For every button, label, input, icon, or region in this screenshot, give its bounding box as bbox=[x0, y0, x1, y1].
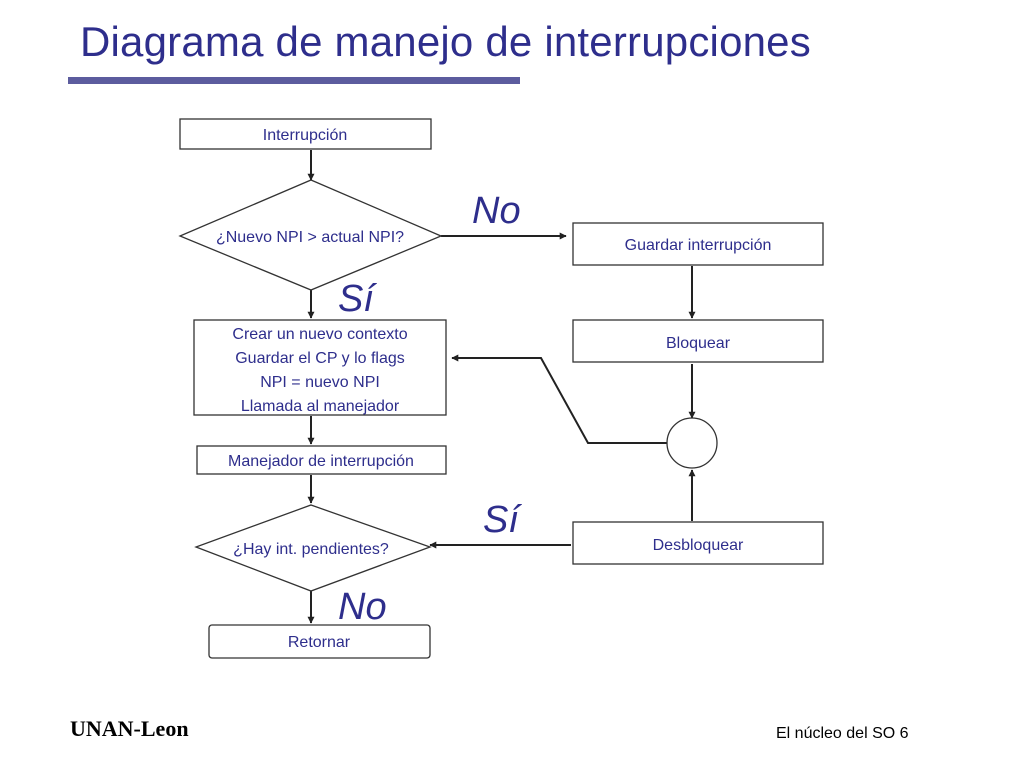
node-interrupcion: Interrupción bbox=[179, 118, 432, 150]
node-crear-line: Llamada al manejador bbox=[241, 398, 400, 415]
node-crear: Crear un nuevo contexto Guardar el CP y … bbox=[193, 319, 447, 416]
node-crear-line: Guardar el CP y lo flags bbox=[235, 350, 405, 367]
label-si-bottom: Sí bbox=[483, 499, 522, 541]
node-desbloquear: Desbloquear bbox=[572, 521, 824, 565]
edge-circle-crear bbox=[451, 354, 667, 444]
node-retornar-label: Retornar bbox=[288, 634, 351, 651]
label-no-top: No bbox=[472, 190, 521, 232]
node-manejador-label: Manejador de interrupción bbox=[228, 453, 414, 470]
node-interrupcion-label: Interrupción bbox=[263, 127, 348, 144]
slide-title: Diagrama de manejo de interrupciones bbox=[80, 18, 811, 65]
label-no-bottom: No bbox=[338, 586, 387, 628]
node-guardar-label: Guardar interrupción bbox=[625, 237, 772, 254]
node-crear-line: NPI = nuevo NPI bbox=[260, 374, 380, 391]
node-join-circle bbox=[666, 417, 718, 469]
node-desbloquear-label: Desbloquear bbox=[653, 537, 744, 554]
footer-page-label: El núcleo del SO 6 bbox=[776, 725, 909, 742]
node-guardar: Guardar interrupción bbox=[572, 222, 824, 266]
node-bloquear: Bloquear bbox=[572, 319, 824, 363]
node-bloquear-label: Bloquear bbox=[666, 335, 731, 352]
title-underline bbox=[68, 77, 520, 84]
label-si-top: Sí bbox=[338, 278, 377, 320]
node-crear-line: Crear un nuevo contexto bbox=[232, 326, 407, 343]
node-decision-npi: ¿Nuevo NPI > actual NPI? bbox=[178, 179, 443, 291]
node-decision-npi-label: ¿Nuevo NPI > actual NPI? bbox=[216, 229, 404, 246]
node-retornar: Retornar bbox=[208, 624, 431, 659]
node-decision-pendientes: ¿Hay int. pendientes? bbox=[194, 504, 432, 592]
footer-institution: UNAN-Leon bbox=[70, 716, 189, 741]
node-decision-pendientes-label: ¿Hay int. pendientes? bbox=[233, 541, 389, 558]
node-manejador: Manejador de interrupción bbox=[196, 445, 447, 475]
